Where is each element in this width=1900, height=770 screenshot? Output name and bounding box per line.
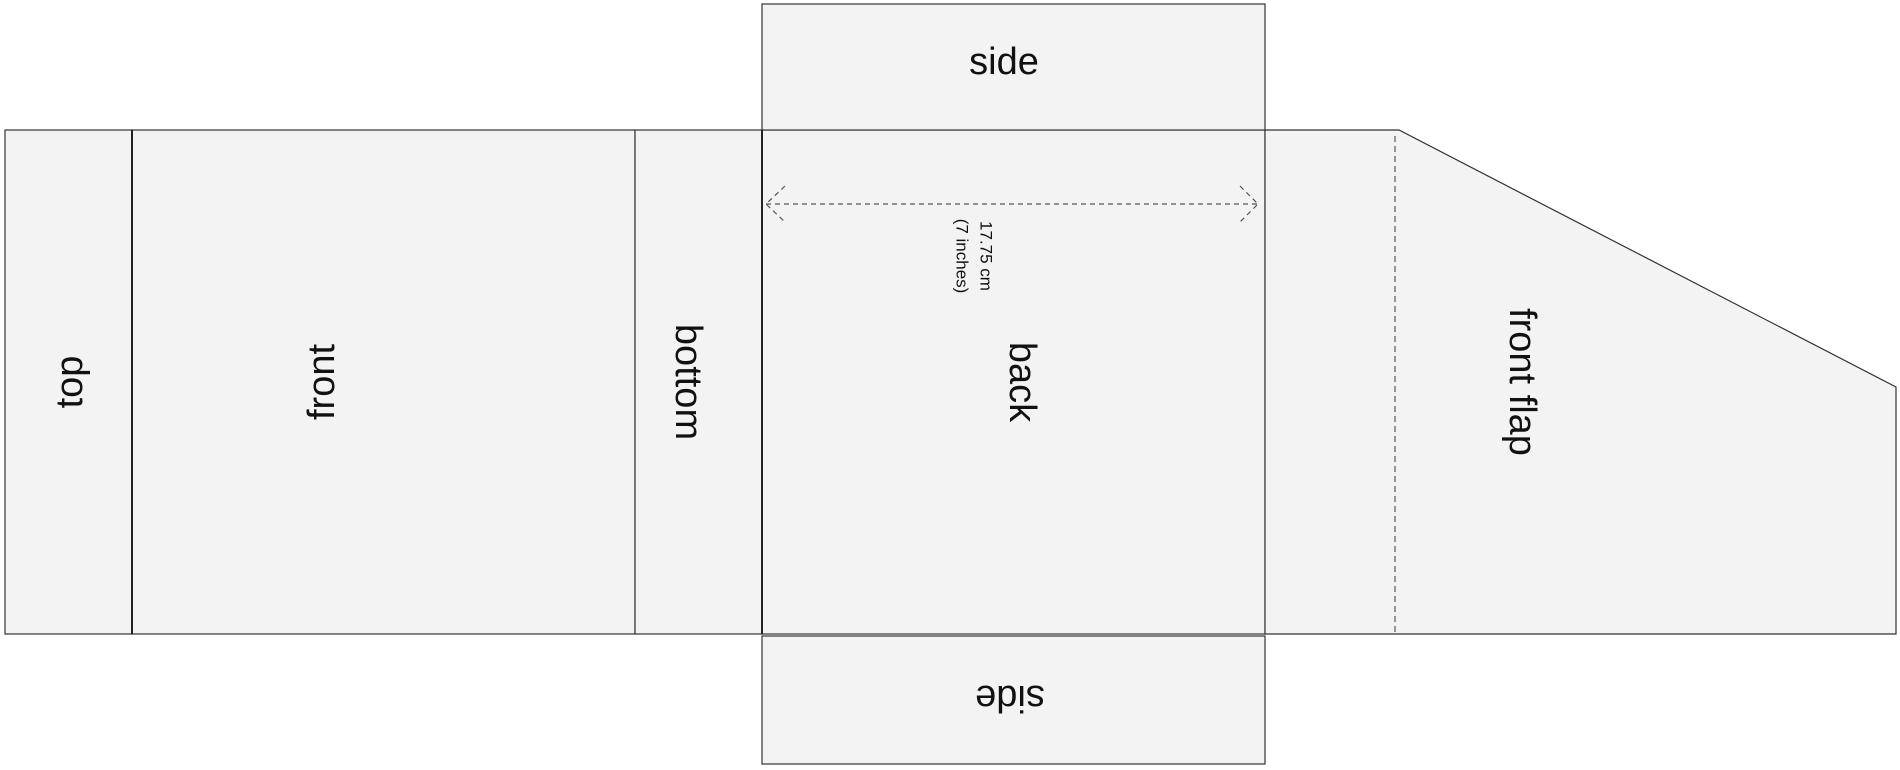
side-lower-label: side (975, 677, 1045, 719)
back-label: back (1001, 342, 1043, 423)
front-flap-label: front flap (1501, 308, 1543, 456)
dimension-imperial: (7 inches) (953, 219, 972, 294)
side-panel-lower (761, 635, 1266, 765)
front-label: front (301, 344, 343, 420)
top-panel (4, 129, 133, 635)
bottom-label: bottom (667, 324, 709, 440)
side-upper-label: side (969, 41, 1039, 83)
side-panel-upper (761, 3, 1266, 131)
dimension-metric: 17.75 cm (977, 221, 996, 291)
bottom-panel (634, 129, 763, 635)
top-label: top (49, 356, 91, 409)
dimension-arrow (765, 185, 1259, 223)
front-flap-panel (1264, 129, 1897, 635)
front-panel (131, 129, 636, 635)
